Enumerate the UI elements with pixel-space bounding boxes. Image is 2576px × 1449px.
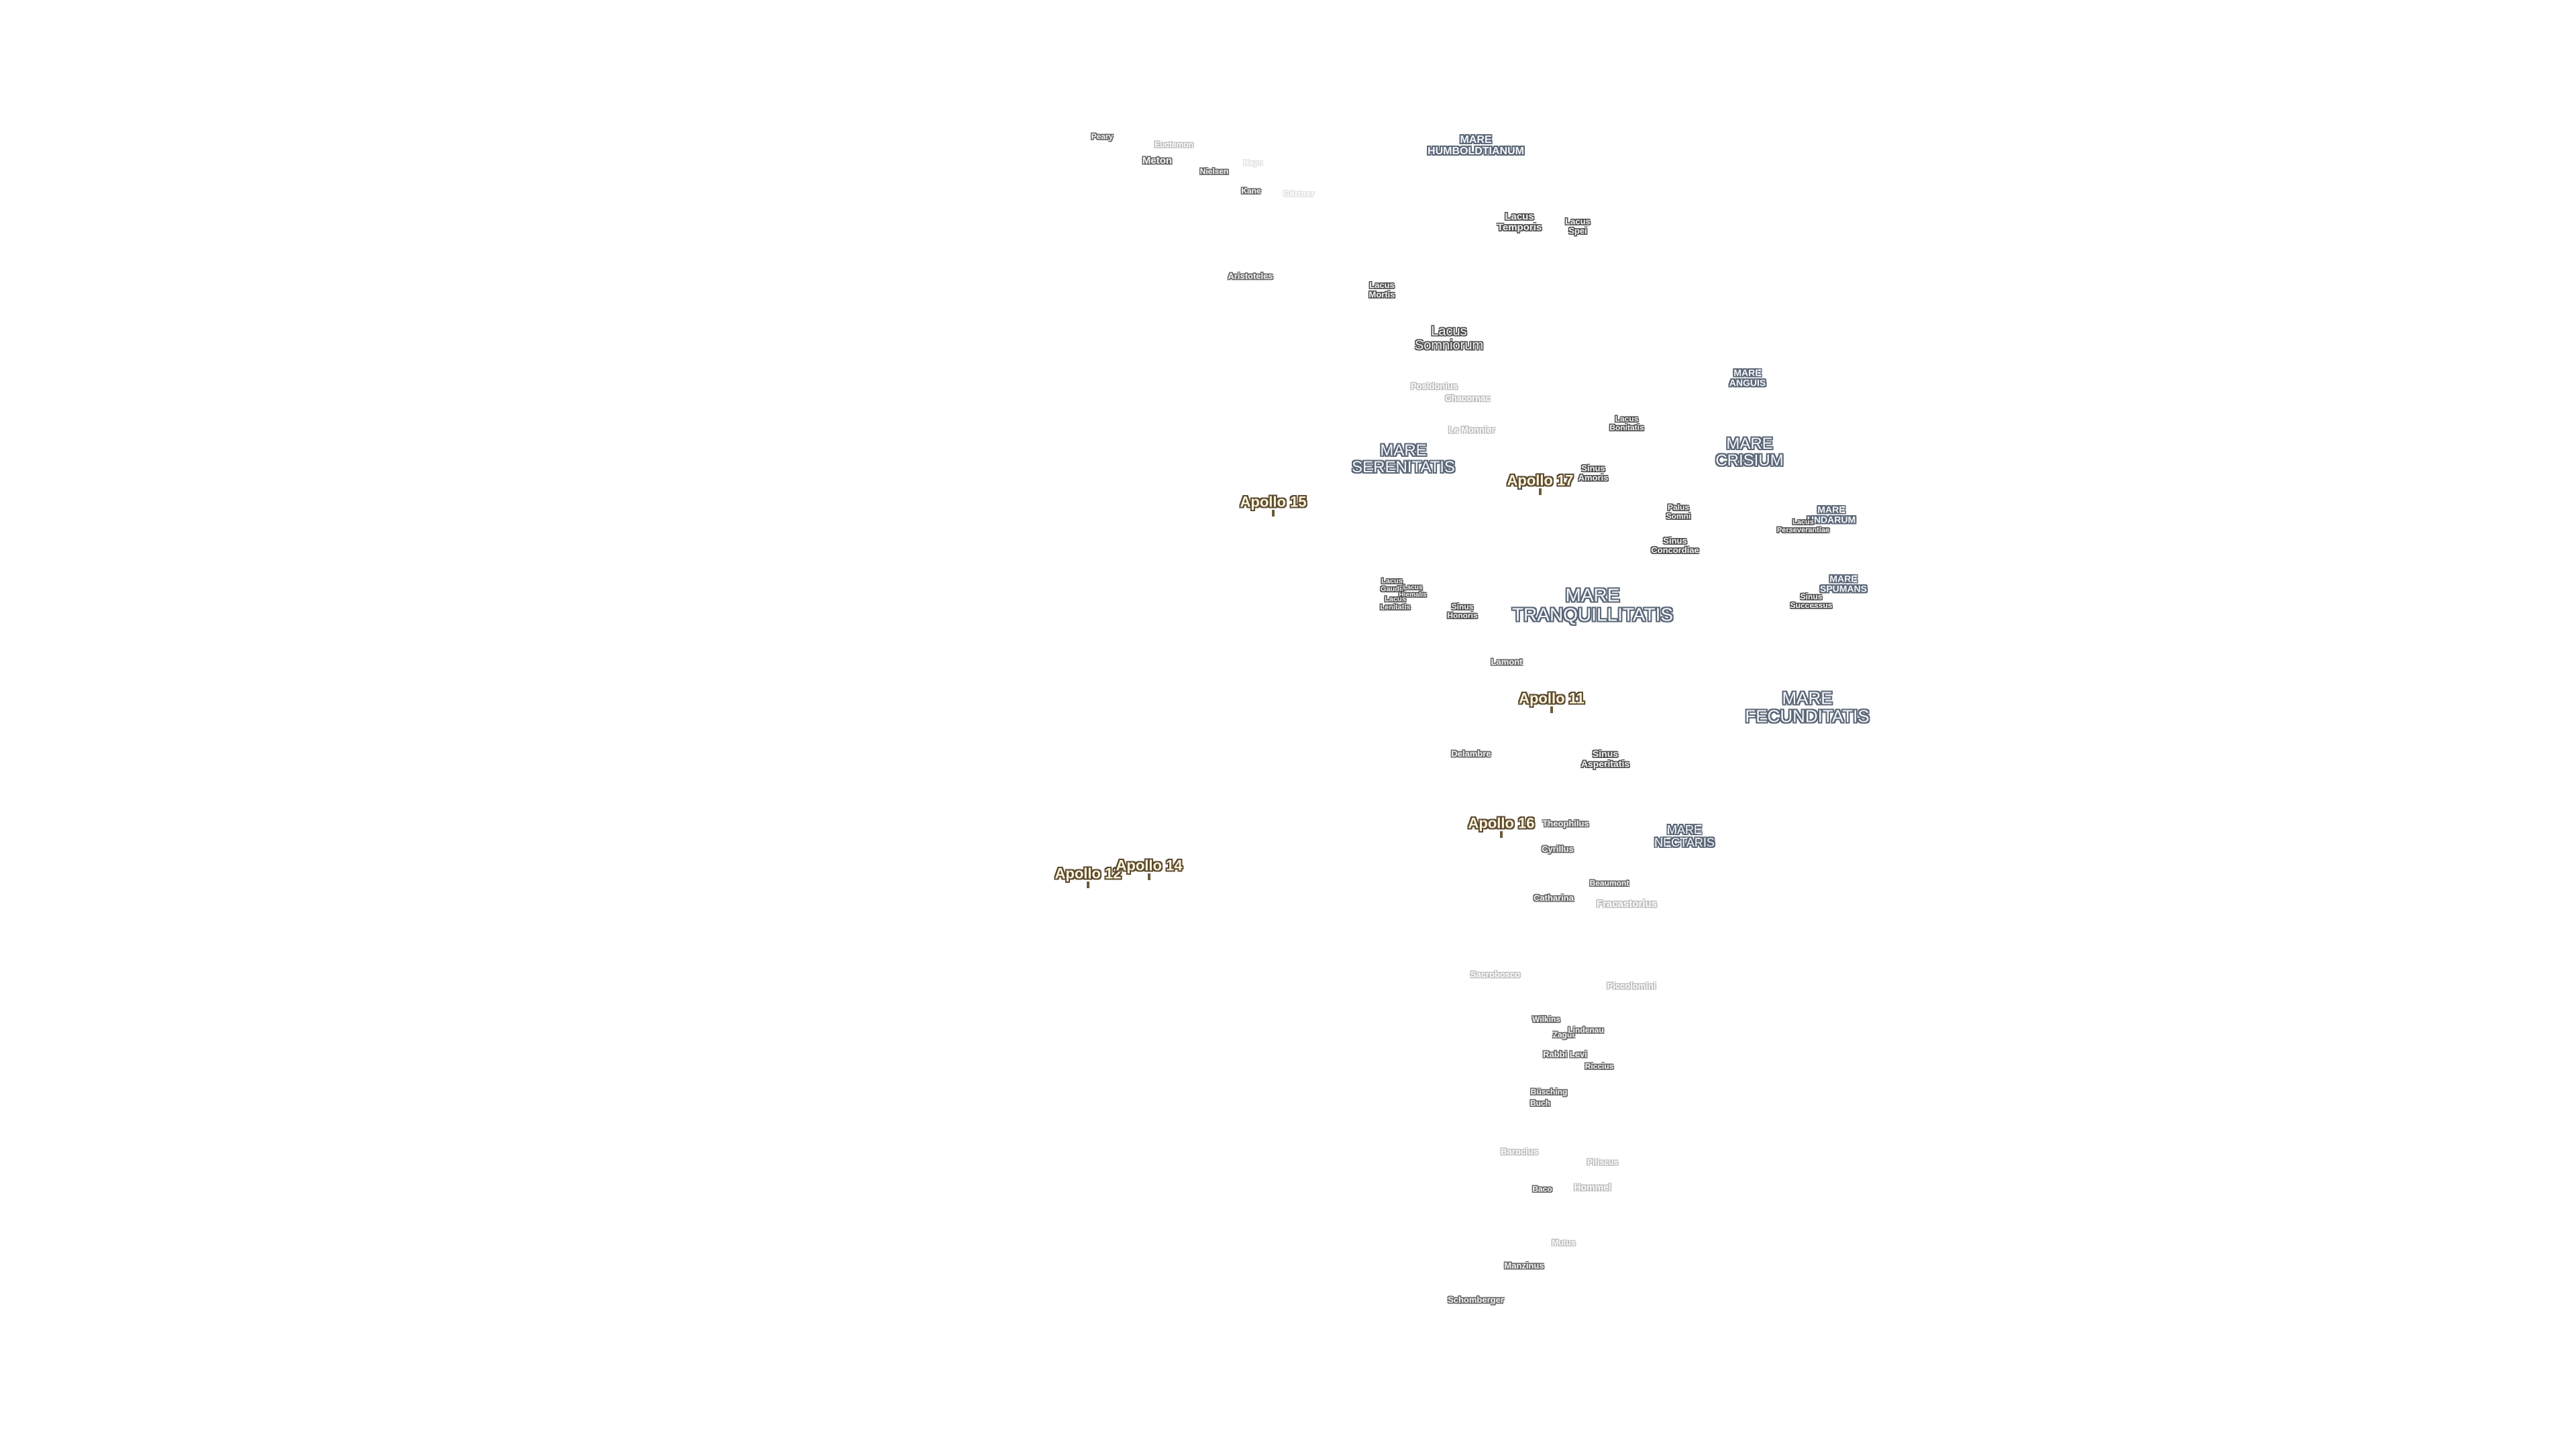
crater-riccius-label: Riccius xyxy=(1585,1061,1614,1071)
lacus-lenitatis-label: Lacus Lenitatis xyxy=(1380,595,1411,611)
crater-kane-label: Kane xyxy=(1241,186,1261,196)
apollo-12-marker[interactable] xyxy=(1087,881,1089,888)
crater-wilkins-label: Wilkins xyxy=(1532,1014,1560,1024)
mare-serenitatis-label: MARE SERENITATIS xyxy=(1352,441,1455,476)
crater-posidonius-label: Posidonius xyxy=(1410,381,1458,392)
crater-hommel-label: Hommel xyxy=(1574,1181,1611,1193)
crater-euctemon-label: Euctemon xyxy=(1154,140,1194,150)
mare-fecunditatis-label: MARE FECUNDITATIS xyxy=(1745,688,1870,727)
mare-anguis-label: MARE ANGUIS xyxy=(1729,367,1766,388)
apollo-14-marker[interactable] xyxy=(1148,873,1150,880)
apollo-11-marker[interactable] xyxy=(1550,706,1553,713)
crater-zagut-label: Zagut xyxy=(1552,1030,1575,1040)
mare-nectaris-label: MARE NECTARIS xyxy=(1654,823,1715,849)
sinus-successus-label: Sinus Successus xyxy=(1790,592,1833,610)
crater-delambre-label: Delambre xyxy=(1451,749,1491,759)
crater-theophilus-label: Theophilus xyxy=(1542,818,1589,829)
crater-buch-label: Buch xyxy=(1530,1098,1550,1108)
lacus-hiemalis-label: Lacus Hiemalis xyxy=(1399,584,1427,598)
apollo-12-label[interactable]: Apollo 12 xyxy=(1055,865,1122,882)
crater-aristoteles-label: Aristoteles xyxy=(1228,271,1273,282)
crater-schomberger-label: Schomberger xyxy=(1448,1295,1504,1305)
crater-le-monnier-label: Le Monnier xyxy=(1448,425,1495,435)
crater-rabbi-levi-label: Rabbi Levi xyxy=(1543,1049,1587,1060)
crater-barocius-label: Barocius xyxy=(1501,1146,1538,1157)
crater-gartner-label: Gärtner xyxy=(1283,189,1315,199)
apollo-15-label[interactable]: Apollo 15 xyxy=(1240,493,1307,511)
crater-cyrillus-label: Cyrillus xyxy=(1542,844,1574,855)
mare-spumans-label: MARE SPUMANS xyxy=(1819,573,1868,594)
apollo-14-label[interactable]: Apollo 14 xyxy=(1116,857,1183,874)
crater-beaumont-label: Beaumont xyxy=(1589,878,1629,888)
crater-manzinus-label: Manzinus xyxy=(1504,1260,1544,1271)
crater-nielsen-label: Nielsen xyxy=(1199,166,1229,176)
apollo-16-label[interactable]: Apollo 16 xyxy=(1468,814,1535,832)
crater-catharina-label: Catharina xyxy=(1534,893,1574,904)
sinus-concordiae-label: Sinus Concordiae xyxy=(1651,535,1699,555)
mare-undarum-label: MARE UNDARUM xyxy=(1807,504,1856,525)
crater-piccolomini-label: Piccolomini xyxy=(1607,981,1656,991)
crater-baco-label: Baco xyxy=(1532,1184,1552,1194)
apollo-17-label[interactable]: Apollo 17 xyxy=(1507,472,1574,489)
mare-humboldtianum-label: MARE HUMBOLDTIANUM xyxy=(1428,134,1524,157)
crater-chacornac-label: Chacornac xyxy=(1445,393,1491,404)
lacus-spei-label: Lacus Spei xyxy=(1565,216,1591,235)
lacus-gaudii-label: Lacus Gaudii xyxy=(1380,577,1404,593)
sinus-asperitatis-label: Sinus Asperitatis xyxy=(1580,748,1630,769)
lacus-perseverantiae-label: Lacus Perseverantiae xyxy=(1776,518,1830,534)
mare-crisium-label: MARE CRISIUM xyxy=(1715,434,1784,470)
apollo-15-marker[interactable] xyxy=(1272,510,1275,517)
mare-tranquillitatis-label: MARE TRANQUILLITATIS xyxy=(1511,584,1674,625)
crater-pitiscus-label: Pitiscus xyxy=(1587,1157,1619,1167)
crater-mutus-label: Mutus xyxy=(1552,1238,1576,1248)
palus-somni-label: Palus Somni xyxy=(1666,502,1691,521)
sinus-honoris-label: Sinus Honoris xyxy=(1447,602,1478,620)
crater-lindenau-label: Lindenau xyxy=(1568,1025,1604,1035)
sinus-amoris-label: Sinus Amoris xyxy=(1578,463,1609,482)
lacus-mortis-label: Lacus Mortis xyxy=(1368,280,1395,299)
apollo-17-marker[interactable] xyxy=(1539,488,1542,495)
apollo-16-marker[interactable] xyxy=(1500,831,1503,838)
lacus-temporis-label: Lacus Temporis xyxy=(1497,211,1542,233)
lacus-bonitatis-label: Lacus Bonitatis xyxy=(1609,414,1644,432)
apollo-11-label[interactable]: Apollo 11 xyxy=(1519,690,1585,707)
lacus-somniorum-label: Lacus Somniorum xyxy=(1414,324,1484,353)
crater-sacrobosco-label: Sacrobosco xyxy=(1470,969,1521,980)
crater-hayn-label: Hayn xyxy=(1243,158,1263,168)
crater-busching-label: Büsching xyxy=(1530,1087,1568,1097)
crater-peary-label: Peary xyxy=(1091,131,1114,142)
crater-meton-label: Meton xyxy=(1142,155,1173,167)
crater-lamont-label: Lamont xyxy=(1491,657,1523,667)
crater-fracastorius-label: Fracastorius xyxy=(1596,898,1658,910)
